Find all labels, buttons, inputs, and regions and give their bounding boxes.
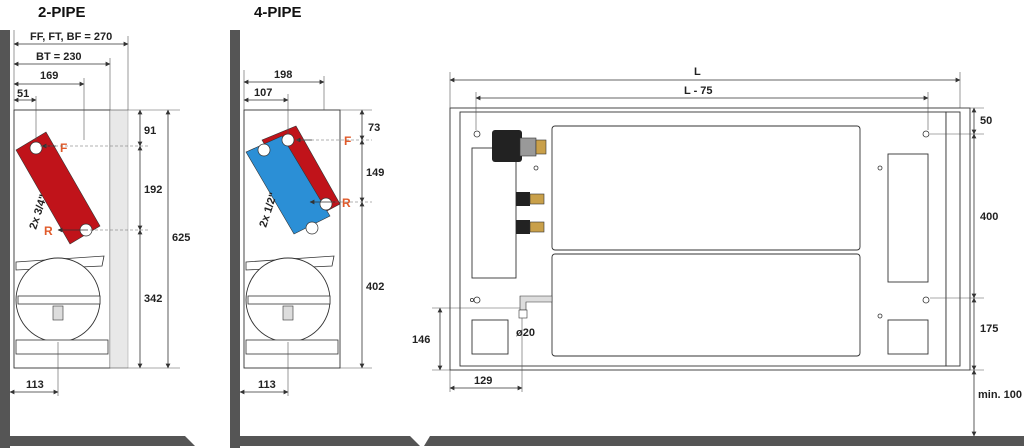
fan-four-pipe — [245, 255, 339, 355]
dim-400: 400 — [980, 211, 998, 223]
valve-middle — [516, 192, 545, 206]
mount-holes — [469, 130, 930, 319]
left-panel-upper — [471, 147, 517, 279]
fan-two-pipe — [15, 255, 109, 355]
dim-149: 149 — [366, 167, 384, 179]
dim-min-100: min. 100 — [978, 389, 1022, 401]
return-label-four-pipe: R — [342, 196, 351, 210]
dim-146: 146 — [412, 334, 430, 346]
floor-two-pipe — [0, 436, 195, 446]
four-pipe-title: 4-PIPE — [254, 4, 302, 21]
valve-actuator — [492, 130, 547, 162]
dim-198: 198 — [274, 69, 292, 81]
front-side-strip — [945, 111, 961, 367]
dim-51: 51 — [17, 88, 29, 100]
dim-L-75: L - 75 — [684, 85, 713, 97]
wall-middle — [230, 30, 240, 448]
four-pipe-view: 4-PIPE F R 2x 1/2" 198 107 — [230, 4, 420, 448]
dim-drain-diameter: ø20 — [516, 327, 535, 339]
dim-113-four-pipe: 113 — [258, 379, 276, 391]
return-label-two-pipe: R — [44, 224, 53, 238]
floor-front — [424, 436, 1024, 446]
dim-129: 129 — [474, 375, 492, 387]
front-view: ø20 L L - 75 50 400 175 min. 100 146 129 — [412, 66, 1024, 446]
coil-block-upper — [551, 125, 861, 251]
two-pipe-view: 2-PIPE F R 2x 3/4" FF, FT, BF = — [0, 4, 195, 448]
right-panel-upper — [887, 153, 929, 283]
floor-four-pipe — [230, 436, 420, 446]
valve-lower — [516, 220, 545, 234]
dim-bt: BT = 230 — [36, 51, 82, 63]
dim-73: 73 — [368, 122, 380, 134]
condensate-drain — [518, 295, 553, 319]
dim-192: 192 — [144, 184, 162, 196]
dim-50: 50 — [980, 115, 992, 127]
right-panel-lower — [887, 319, 929, 355]
dim-175: 175 — [980, 323, 998, 335]
flow-label-four-pipe: F — [344, 134, 351, 148]
dim-total-depth: FF, FT, BF = 270 — [30, 31, 112, 43]
dim-113-two-pipe: 113 — [26, 379, 44, 391]
two-pipe-title: 2-PIPE — [38, 4, 86, 21]
dim-342: 342 — [144, 293, 162, 305]
dim-91: 91 — [144, 125, 156, 137]
left-panel-lower — [471, 319, 509, 355]
wall-left — [0, 30, 10, 448]
coil-block-lower — [551, 253, 861, 357]
front-panel-two-pipe — [109, 109, 129, 369]
dim-169: 169 — [40, 70, 58, 82]
dim-625: 625 — [172, 232, 190, 244]
dim-L: L — [694, 66, 701, 78]
dim-107: 107 — [254, 87, 272, 99]
flow-label-two-pipe: F — [60, 141, 67, 155]
dim-402: 402 — [366, 281, 384, 293]
